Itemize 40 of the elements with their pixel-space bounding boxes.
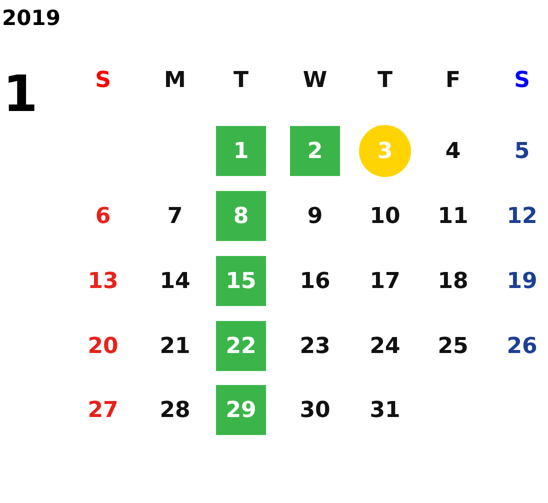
highlighted-day: 2: [290, 126, 340, 176]
day-number: 27: [86, 396, 120, 424]
day-number: 16: [298, 268, 332, 296]
day-number: 7: [166, 202, 184, 230]
day-number: 21: [158, 332, 192, 360]
weekday-header: F: [444, 66, 462, 94]
day-number: 6: [94, 202, 112, 230]
day-number: 11: [436, 202, 470, 230]
day-number: 18: [436, 268, 470, 296]
year-heading: 2019: [2, 5, 60, 32]
highlighted-day: 3: [359, 125, 411, 177]
day-number: 13: [86, 268, 120, 296]
highlighted-day: 8: [216, 191, 266, 241]
highlighted-day: 1: [216, 126, 266, 176]
day-number: 25: [436, 332, 470, 360]
day-number: 20: [86, 332, 120, 360]
day-number: 14: [158, 268, 192, 296]
day-number: 17: [368, 268, 402, 296]
weekday-header: W: [302, 66, 328, 94]
highlighted-day: 15: [216, 256, 266, 306]
weekday-header: S: [94, 66, 112, 94]
day-number: 24: [368, 332, 402, 360]
weekday-header: S: [513, 66, 531, 94]
day-number: 30: [298, 396, 332, 424]
weekday-header: T: [232, 66, 250, 94]
month-number: 1: [3, 64, 38, 124]
day-number: 5: [513, 138, 531, 166]
day-number: 9: [306, 202, 324, 230]
day-number: 19: [506, 268, 538, 296]
day-number: 31: [368, 396, 402, 424]
day-number: 23: [298, 332, 332, 360]
highlighted-day: 22: [216, 321, 266, 371]
day-number: 26: [506, 332, 538, 360]
day-number: 28: [158, 396, 192, 424]
weekday-header: M: [163, 66, 187, 94]
day-number: 4: [444, 138, 462, 166]
day-number: 12: [506, 202, 538, 230]
day-number: 10: [368, 202, 402, 230]
highlighted-day: 29: [216, 385, 266, 435]
weekday-header: T: [376, 66, 394, 94]
